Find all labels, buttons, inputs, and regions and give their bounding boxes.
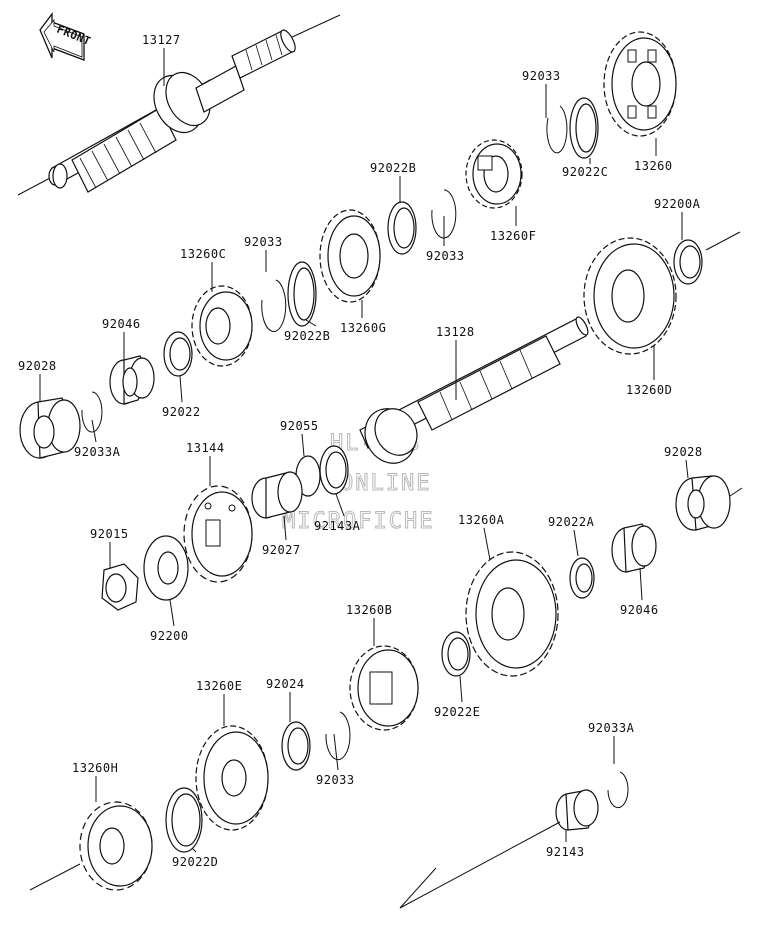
label-92022c: 92022C — [562, 165, 608, 179]
label-92015: 92015 — [90, 527, 129, 541]
washer-92022b — [287, 261, 317, 327]
nut-92015 — [101, 563, 139, 611]
label-92022: 92022 — [162, 405, 201, 419]
gear-13260f — [465, 139, 523, 209]
label-13260g: 13260G — [340, 321, 386, 335]
label-92143: 92143 — [546, 845, 585, 859]
label-92022d: 92022D — [172, 855, 218, 869]
snap-ring-92033a-left — [81, 391, 103, 433]
washer-92200a — [673, 231, 741, 285]
needle-bearing-92046-right — [611, 523, 657, 573]
label-13260c: 13260C — [180, 247, 226, 261]
snap-ring-92033-c — [261, 279, 287, 333]
label-92028-left: 92028 — [18, 359, 57, 373]
label-92033a-right: 92033A — [588, 721, 635, 735]
label-92200a: 92200A — [654, 197, 701, 211]
label-92033-top: 92033 — [522, 69, 561, 83]
label-92022a: 92022A — [548, 515, 595, 529]
label-13144: 13144 — [186, 441, 225, 455]
drive-shaft-13128 — [359, 297, 613, 464]
washer-92022c — [569, 97, 599, 159]
label-92143a: 92143A — [314, 519, 361, 533]
label-13260a: 13260A — [458, 513, 505, 527]
label-92022b: 92022B — [284, 329, 330, 343]
washer-92024 — [281, 721, 311, 771]
label-92033-c: 92033 — [244, 235, 283, 249]
gear-13260c — [191, 285, 253, 367]
gear-13260 — [603, 31, 677, 137]
spacer-92027 — [251, 471, 303, 519]
snap-ring-92033-bottom — [325, 711, 351, 761]
label-92200: 92200 — [150, 629, 189, 643]
watermark-line-3: MICROFICHE — [282, 509, 434, 534]
snap-ring-92033-mid — [431, 189, 457, 239]
label-92028-right: 92028 — [664, 445, 703, 459]
washer-92022e — [441, 631, 471, 677]
snap-ring-92033a-right — [607, 771, 629, 809]
label-13260d: 13260D — [626, 383, 672, 397]
sprocket-13144 — [183, 485, 253, 583]
collar-92143 — [399, 789, 599, 909]
needle-bearing-92046-left — [109, 355, 155, 405]
gear-13260d — [583, 237, 677, 355]
output-shaft-13127 — [17, 14, 341, 196]
leader-lines — [39, 48, 689, 853]
label-92046-right: 92046 — [620, 603, 659, 617]
bearing-92028-right — [675, 475, 743, 531]
label-13260e: 13260E — [196, 679, 242, 693]
label-13127: 13127 — [142, 33, 181, 47]
label-92022e: 92022E — [434, 705, 480, 719]
washer-92022 — [163, 331, 193, 377]
label-13260f: 13260F — [490, 229, 536, 243]
washer-92200 — [143, 535, 189, 601]
label-92027: 92027 — [262, 543, 301, 557]
label-92022b-top: 92022B — [370, 161, 416, 175]
watermark-line-2: ONLINE — [340, 471, 431, 496]
front-arrow-icon: FRONT — [39, 12, 93, 61]
gear-13260h — [29, 801, 153, 891]
label-92033-bottom: 92033 — [316, 773, 355, 787]
label-92033a-left: 92033A — [74, 445, 121, 459]
washer-92022a — [569, 557, 595, 599]
snap-ring-92033-top — [546, 105, 568, 154]
washer-92022d — [165, 787, 203, 853]
gear-13260b — [349, 645, 419, 731]
gear-13260e — [195, 725, 269, 831]
label-92024: 92024 — [266, 677, 305, 691]
label-92033-mid: 92033 — [426, 249, 465, 263]
bearing-92028-left — [19, 397, 81, 459]
collar-92143a — [319, 445, 349, 495]
label-13260b: 13260B — [346, 603, 392, 617]
label-92046-left: 92046 — [102, 317, 141, 331]
label-13260h: 13260H — [72, 761, 118, 775]
label-13260: 13260 — [634, 159, 673, 173]
part-labels: 13127 92033 13260 92022C 92022B 13260F 9… — [18, 33, 703, 869]
washer-92022b-top — [387, 201, 417, 255]
label-92055: 92055 — [280, 419, 319, 433]
gear-13260a — [465, 551, 559, 677]
label-13128: 13128 — [436, 325, 475, 339]
gear-13260g — [319, 209, 381, 303]
